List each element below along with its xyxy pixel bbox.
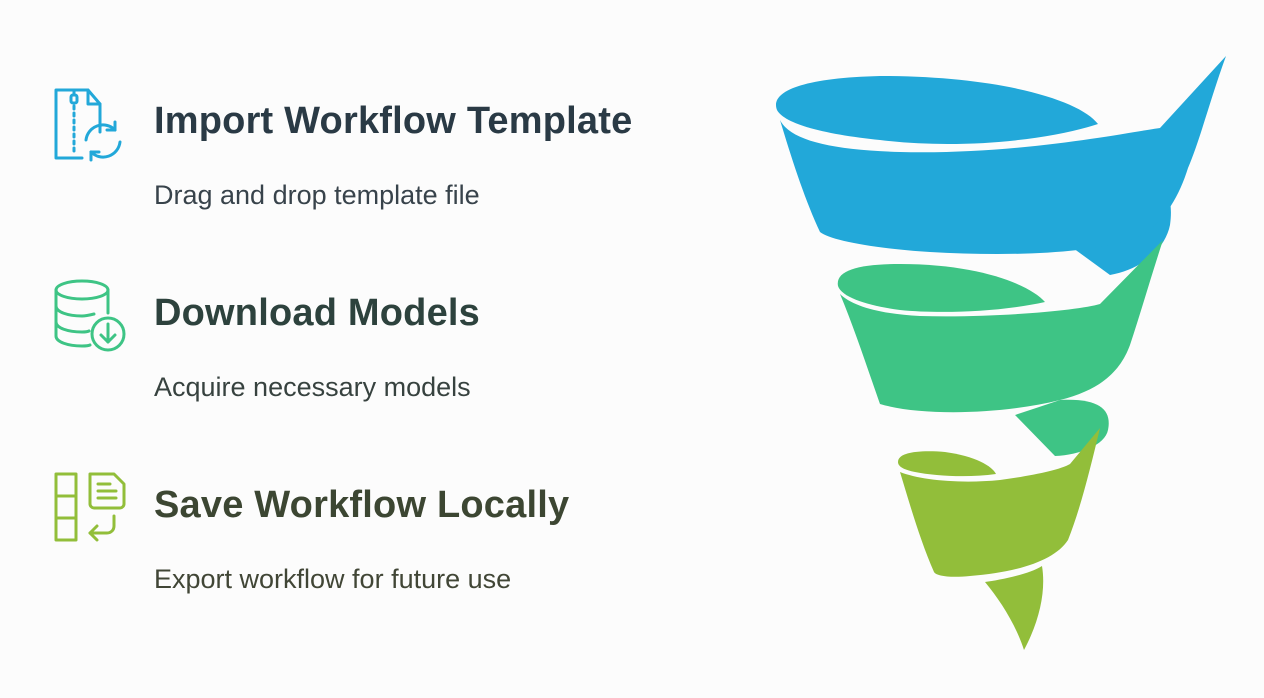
funnel-band-1 xyxy=(776,56,1226,275)
funnel-band-3 xyxy=(898,428,1100,650)
step-title: Download Models xyxy=(154,292,480,334)
funnel-graphic xyxy=(776,56,1226,650)
step-title: Save Workflow Locally xyxy=(154,484,570,526)
save-document-icon xyxy=(54,472,126,542)
step-description: Export workflow for future use xyxy=(154,564,512,594)
database-download-icon xyxy=(54,279,126,352)
step-description: Drag and drop template file xyxy=(154,180,480,210)
step-title: Import Workflow Template xyxy=(154,100,633,142)
step-description: Acquire necessary models xyxy=(154,372,471,402)
zip-file-refresh-icon xyxy=(54,88,122,162)
funnel-band-2 xyxy=(837,240,1163,456)
